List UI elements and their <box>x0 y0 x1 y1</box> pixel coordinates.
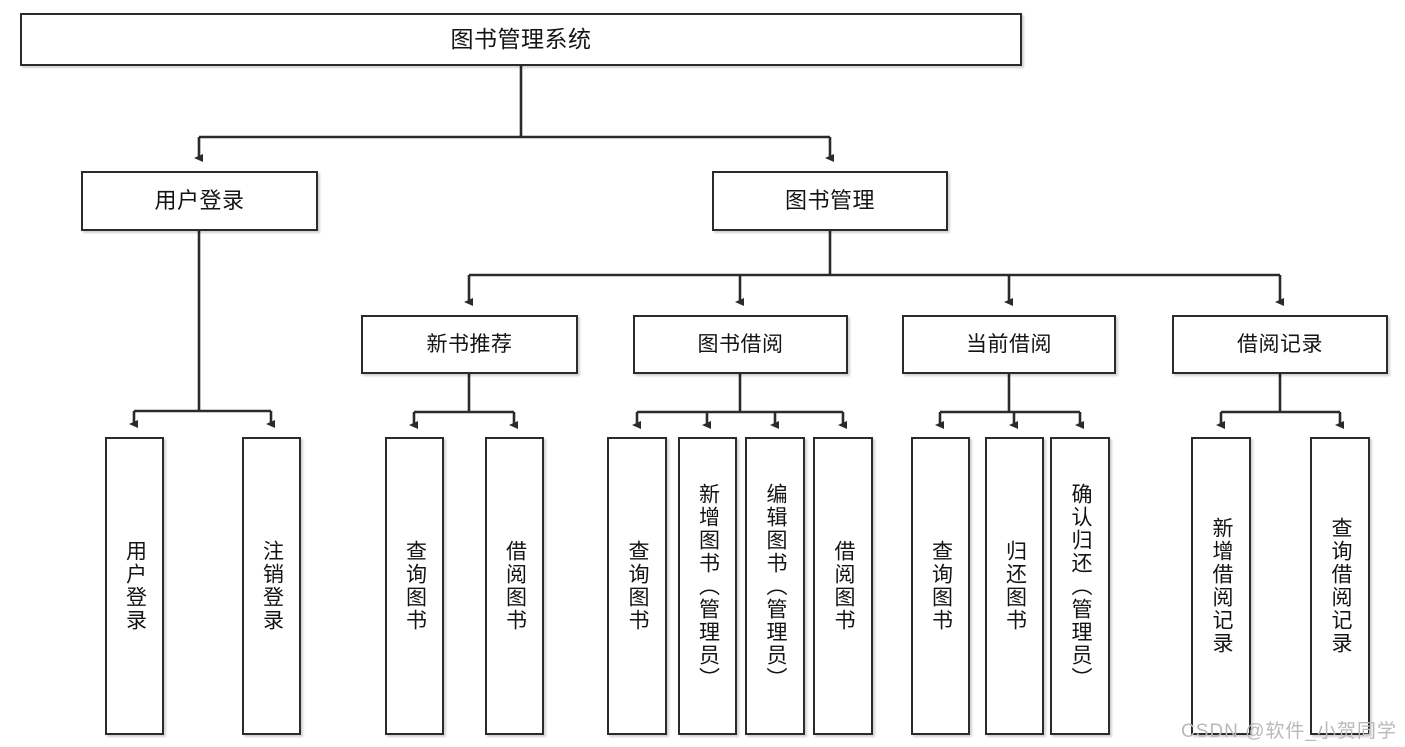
node-root[interactable]: 图书管理系统 <box>20 13 1022 66</box>
node-leaf-add-borrow-record-label: 新增借阅记录 <box>1210 517 1234 655</box>
node-root-label: 图书管理系统 <box>450 25 592 52</box>
node-leaf-user-logout[interactable]: 注销登录 <box>242 437 301 735</box>
node-leaf-add-book-admin[interactable]: 新增图书（管理员） <box>678 437 737 735</box>
node-leaf-edit-book-admin[interactable]: 编辑图书（管理员） <box>745 437 805 735</box>
node-leaf-return-book[interactable]: 归还图书 <box>985 437 1044 735</box>
node-leaf-confirm-return-admin[interactable]: 确认归还（管理员） <box>1050 437 1110 735</box>
node-leaf-confirm-return-admin-label: 确认归还（管理员） <box>1069 482 1093 690</box>
node-leaf-query-book-current[interactable]: 查询图书 <box>911 437 970 735</box>
node-book-manage-label: 图书管理 <box>784 187 875 213</box>
node-borrow-record[interactable]: 借阅记录 <box>1172 315 1388 374</box>
node-leaf-query-borrow-record-label: 查询借阅记录 <box>1329 517 1353 655</box>
node-user-login[interactable]: 用户登录 <box>81 171 318 231</box>
node-user-login-label: 用户登录 <box>154 187 245 213</box>
node-current-borrow-label: 当前借阅 <box>966 332 1052 356</box>
node-leaf-query-borrow-record[interactable]: 查询借阅记录 <box>1310 437 1370 735</box>
node-book-borrow-label: 图书借阅 <box>697 332 784 356</box>
node-leaf-query-book-borrow-label: 查询图书 <box>626 540 650 632</box>
node-leaf-borrow-book-recommend[interactable]: 借阅图书 <box>485 437 544 735</box>
node-leaf-return-book-label: 归还图书 <box>1003 540 1027 632</box>
node-leaf-borrow-book[interactable]: 借阅图书 <box>813 437 873 735</box>
watermark-text: CSDN @软件_小贺同学 <box>1181 721 1397 742</box>
node-new-book-recommend[interactable]: 新书推荐 <box>361 315 578 374</box>
node-leaf-add-book-admin-label: 新增图书（管理员） <box>696 482 720 690</box>
node-leaf-query-book-borrow[interactable]: 查询图书 <box>607 437 667 735</box>
node-book-manage[interactable]: 图书管理 <box>712 171 948 231</box>
node-leaf-add-borrow-record[interactable]: 新增借阅记录 <box>1191 437 1251 735</box>
node-book-borrow[interactable]: 图书借阅 <box>633 315 848 374</box>
node-leaf-query-book-recommend[interactable]: 查询图书 <box>385 437 444 735</box>
node-leaf-user-logout-label: 注销登录 <box>260 540 284 632</box>
node-leaf-query-book-current-label: 查询图书 <box>929 540 953 632</box>
node-leaf-borrow-book-recommend-label: 借阅图书 <box>503 540 527 632</box>
node-leaf-edit-book-admin-label: 编辑图书（管理员） <box>764 482 788 690</box>
node-leaf-borrow-book-label: 借阅图书 <box>832 540 856 632</box>
node-new-book-recommend-label: 新书推荐 <box>426 332 513 356</box>
node-current-borrow[interactable]: 当前借阅 <box>902 315 1116 374</box>
node-leaf-query-book-recommend-label: 查询图书 <box>403 540 427 632</box>
node-leaf-user-login-label: 用户登录 <box>123 540 147 632</box>
node-borrow-record-label: 借阅记录 <box>1237 332 1323 356</box>
node-leaf-user-login[interactable]: 用户登录 <box>105 437 164 735</box>
